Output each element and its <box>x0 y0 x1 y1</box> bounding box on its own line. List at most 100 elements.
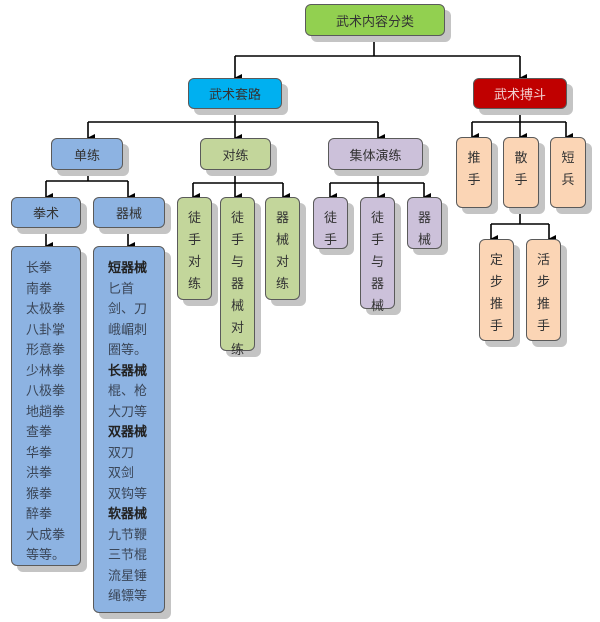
quanshu-list: 长拳南拳太极拳八卦掌形意拳少林拳八极拳地趟拳查拳华拳洪拳猴拳醉拳大成拳等等。 <box>11 246 81 566</box>
qixie-category-heading: 双器械 <box>108 425 148 440</box>
node-qixie: 器械 <box>93 197 165 228</box>
vertical-char: 活 <box>536 253 550 268</box>
vertical-char: 手 <box>370 233 384 248</box>
node-taolu: 武术套路 <box>188 78 282 109</box>
vertical-char: 步 <box>489 275 503 290</box>
vertical-char: 手 <box>187 233 201 248</box>
vertical-char: 对 <box>230 321 244 336</box>
vertical-char: 与 <box>230 255 244 270</box>
qixie-category-heading: 短器械 <box>108 261 148 276</box>
quanshu-list-item: 太极拳 <box>26 302 66 317</box>
node-quanshu-label: 拳术 <box>32 207 59 222</box>
node-duilian-1: 徒手对练 <box>177 197 212 300</box>
node-huobu-tuishou: 活步推手 <box>526 239 561 341</box>
qixie-list-item: 大刀等 <box>108 404 148 420</box>
qixie-list-item: 圈等。 <box>108 343 148 358</box>
quanshu-list-item: 地趟拳 <box>26 404 66 420</box>
node-jiti-2: 徒手与器械 <box>360 197 395 314</box>
qixie-list-item: 双剑 <box>108 466 135 481</box>
vertical-char: 与 <box>370 255 384 270</box>
vertical-char: 械 <box>275 233 289 248</box>
vertical-char: 手 <box>489 319 503 334</box>
vertical-char: 手 <box>323 233 337 248</box>
vertical-char: 械 <box>370 299 384 314</box>
vertical-char: 散 <box>514 151 528 166</box>
node-tuishou: 推手 <box>456 137 492 208</box>
vertical-char: 械 <box>417 233 431 248</box>
vertical-char: 器 <box>275 211 289 226</box>
node-duilian-2: 徒手与器械对练 <box>220 197 255 358</box>
vertical-char: 练 <box>187 277 201 292</box>
qixie-list-item: 流星锤 <box>108 568 148 584</box>
node-jiti-label: 集体演练 <box>349 148 402 164</box>
node-boudou-label: 武术搏斗 <box>493 88 546 103</box>
quanshu-list-item: 醉拳 <box>26 507 53 522</box>
vertical-char: 对 <box>275 255 289 270</box>
qixie-list: 短器械匕首剑、刀峨嵋刺圈等。长器械棍、枪大刀等双器械双刀双剑双钩等软器械九节鞭三… <box>93 246 165 613</box>
connector-root <box>235 36 520 57</box>
quanshu-list-item: 华拳 <box>26 445 53 461</box>
quanshu-list-item: 形意拳 <box>26 343 66 358</box>
vertical-char: 练 <box>230 343 244 358</box>
vertical-char: 兵 <box>561 173 575 188</box>
node-sanshou: 散手 <box>503 137 539 208</box>
node-duilian-label: 对练 <box>222 148 249 164</box>
node-quanshu: 拳术 <box>11 197 81 228</box>
node-jiti: 集体演练 <box>328 138 423 170</box>
vertical-char: 手 <box>514 173 528 188</box>
vertical-char: 徒 <box>230 211 244 226</box>
qixie-list-item: 绳镖等 <box>108 589 148 604</box>
quanshu-list-item: 八卦掌 <box>26 322 66 338</box>
node-boudou: 武术搏斗 <box>473 78 567 109</box>
node-duilian-3: 器械对练 <box>265 197 300 300</box>
node-duanbing: 短兵 <box>550 137 586 208</box>
vertical-char: 手 <box>230 233 244 248</box>
quanshu-list-item: 洪拳 <box>26 466 53 481</box>
vertical-char: 推 <box>467 151 481 166</box>
vertical-char: 步 <box>536 275 550 290</box>
quanshu-list-item: 查拳 <box>26 425 53 440</box>
node-danlian-label: 单练 <box>73 148 100 164</box>
quanshu-list-item: 大成拳 <box>26 527 66 543</box>
vertical-char: 定 <box>489 253 503 268</box>
vertical-char: 器 <box>230 277 244 292</box>
node-danlian: 单练 <box>51 138 123 170</box>
node-duilian: 对练 <box>200 138 271 170</box>
quanshu-list-item: 少林拳 <box>26 363 66 379</box>
qixie-category-heading: 软器械 <box>108 507 148 522</box>
vertical-char: 手 <box>467 173 481 188</box>
qixie-list-item: 峨嵋刺 <box>108 322 148 338</box>
vertical-char: 对 <box>187 255 201 270</box>
vertical-char: 练 <box>275 277 289 292</box>
node-jiti-3: 器械 <box>407 197 442 249</box>
qixie-list-item: 匕首 <box>108 281 135 297</box>
qixie-list-item: 双钩等 <box>108 486 148 502</box>
quanshu-list-item: 长拳 <box>26 261 53 276</box>
qixie-list-item: 剑、刀 <box>108 302 148 317</box>
vertical-char: 器 <box>417 211 431 226</box>
node-root-label: 武术内容分类 <box>335 14 414 30</box>
vertical-char: 推 <box>489 297 503 312</box>
quanshu-list-item: 等等。 <box>26 548 66 563</box>
node-qixie-label: 器械 <box>115 207 142 222</box>
node-taolu-label: 武术套路 <box>208 88 261 103</box>
quanshu-list-item: 猴拳 <box>26 486 53 502</box>
vertical-char: 徒 <box>370 211 384 226</box>
qixie-category-heading: 长器械 <box>108 363 148 379</box>
node-dingbu-tuishou: 定步推手 <box>479 239 514 341</box>
vertical-char: 械 <box>230 299 244 314</box>
vertical-char: 徒 <box>187 211 201 226</box>
vertical-char: 推 <box>536 297 550 312</box>
vertical-char: 短 <box>561 151 575 166</box>
qixie-list-item: 棍、枪 <box>108 384 148 399</box>
qixie-list-item: 三节棍 <box>108 548 148 563</box>
quanshu-list-item: 八极拳 <box>26 384 66 399</box>
vertical-char: 器 <box>370 277 384 292</box>
node-root: 武术内容分类 <box>305 4 445 36</box>
qixie-list-item: 双刀 <box>108 445 135 461</box>
vertical-char: 徒 <box>323 211 337 226</box>
vertical-char: 手 <box>536 319 550 334</box>
quanshu-list-item: 南拳 <box>26 281 53 297</box>
qixie-list-item: 九节鞭 <box>108 527 148 543</box>
